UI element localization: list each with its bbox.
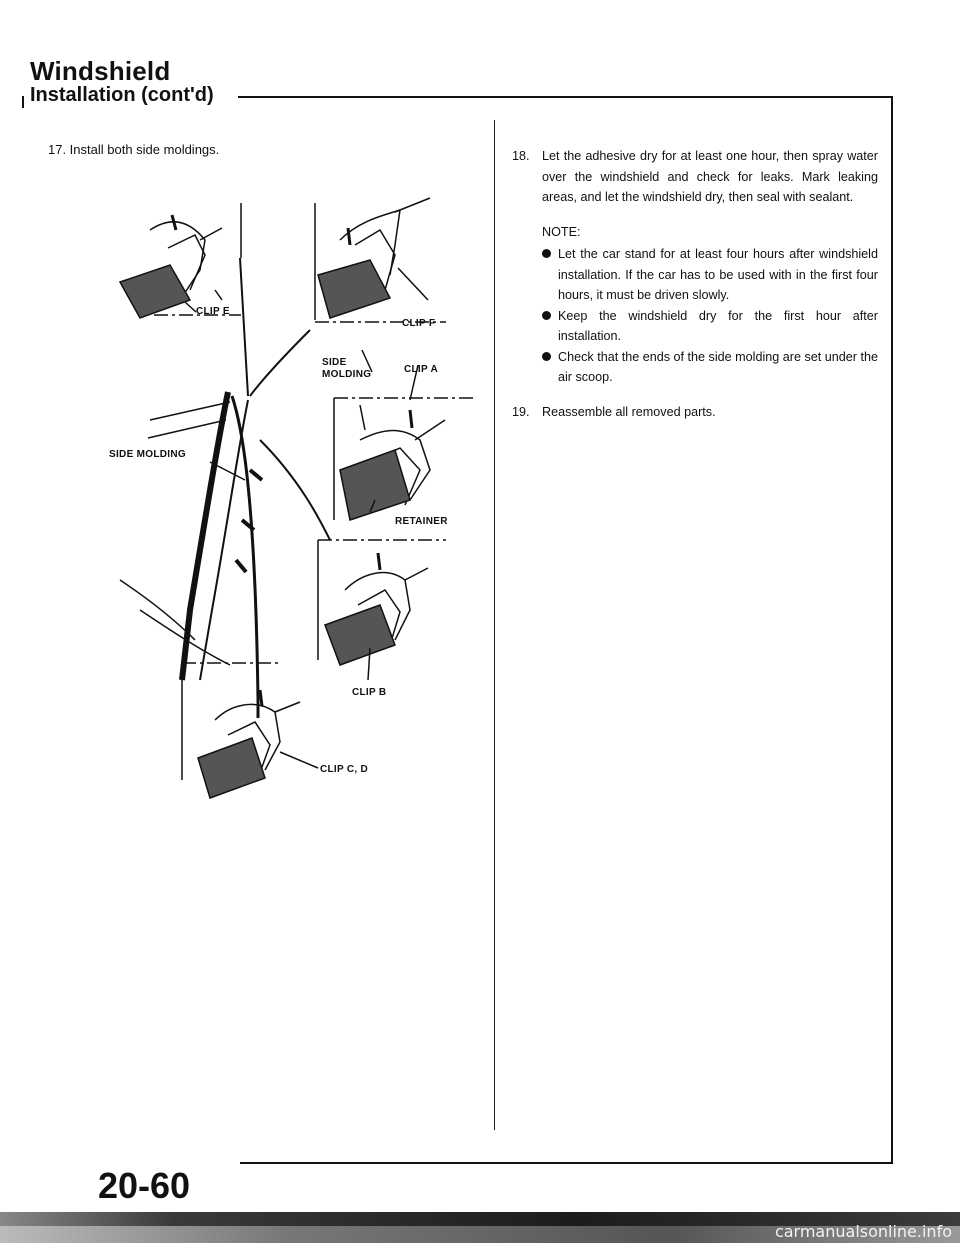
clip-e-label: CLIP E xyxy=(196,306,230,317)
side-molding-label-line2: MOLDING xyxy=(322,369,372,380)
clip-e-leader xyxy=(214,289,223,301)
note-label: NOTE: xyxy=(542,224,581,239)
note-item: Let the car stand for at least four hour… xyxy=(542,244,878,306)
bullet-icon xyxy=(542,249,551,258)
bullet-icon xyxy=(542,351,551,361)
step-18-text: Let the adhesive dry for at least one ho… xyxy=(542,149,878,204)
clip-e-sketch xyxy=(118,214,223,319)
step-18-number: 18. xyxy=(512,149,530,163)
retainer-label: RETAINER xyxy=(395,516,448,527)
page-title: Windshield xyxy=(30,56,171,86)
clip-f-label: CLIP F xyxy=(402,318,436,329)
right-column: 18. Let the adhesive dry for at least on… xyxy=(512,146,878,436)
watermark-text: carmanualsonline.info xyxy=(774,1222,952,1241)
retainer-leader xyxy=(369,499,376,513)
frame-right-edge xyxy=(891,96,893,1162)
side-molding-label-line1: SIDE xyxy=(322,357,347,368)
note-item: Check that the ends of the side molding … xyxy=(542,347,878,388)
frame-bottom-edge xyxy=(240,1162,893,1164)
frame-left-edge xyxy=(22,96,24,108)
clip-a-sketch xyxy=(339,404,446,521)
step-19-number: 19. xyxy=(512,404,530,419)
footer-bar-lower xyxy=(0,1226,960,1243)
clip-a-leader xyxy=(409,364,419,401)
step-19: 19. Reassemble all removed parts. xyxy=(512,402,878,423)
windshield-pillar-edge xyxy=(230,395,260,701)
column-divider xyxy=(494,120,495,1130)
page-number: 20-60 xyxy=(98,1165,191,1206)
note-item: Keep the windshield dry for the first ho… xyxy=(542,306,878,347)
note-list: Let the car stand for at least four hour… xyxy=(542,244,878,388)
clip-b-label: CLIP B xyxy=(352,687,387,698)
clip-b-sketch xyxy=(324,552,429,681)
side-molding-left-label: SIDE MOLDING xyxy=(109,449,186,460)
side-molding-strip xyxy=(179,391,231,681)
section-subtitle: Installation (cont'd) xyxy=(30,84,214,106)
clip-a-label: CLIP A xyxy=(404,364,439,375)
footer-bar xyxy=(0,1212,960,1226)
clip-f-sketch xyxy=(317,197,431,319)
header-rule xyxy=(238,96,892,98)
side-molding-left-leader xyxy=(209,461,246,481)
clip-cd-sketch xyxy=(197,689,319,799)
bullet-icon xyxy=(542,310,551,320)
step-18: 18. Let the adhesive dry for at least on… xyxy=(512,146,878,208)
step-17-text: 17. Install both side moldings. xyxy=(48,142,220,157)
side-molding-top-leader xyxy=(361,349,373,373)
step-19-text: Reassemble all removed parts. xyxy=(542,404,716,419)
clip-cd-label: CLIP C, D xyxy=(320,764,369,775)
molding-clip-illustration xyxy=(118,197,474,799)
